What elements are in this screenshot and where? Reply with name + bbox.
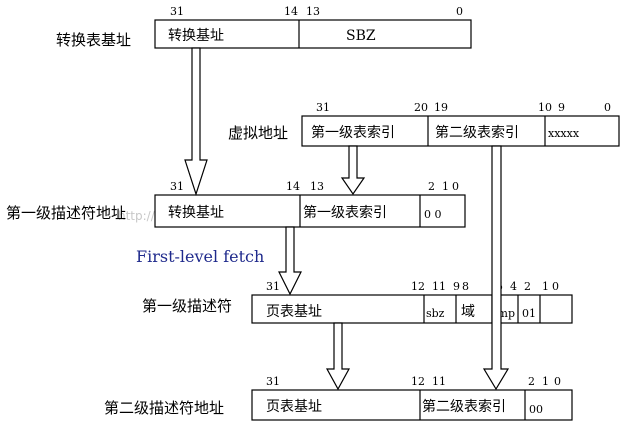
row-label: 转换表基址	[56, 31, 131, 49]
field-translation-base: 转换基址	[168, 27, 224, 44]
field-l2-index: 第二级表索引	[435, 124, 519, 141]
field-l1-index: 第一级表索引	[311, 124, 395, 141]
field-sbz: sbz	[426, 307, 445, 320]
field-zero-bits: 00	[529, 403, 543, 416]
bit-label: 31	[170, 5, 184, 18]
bit-label: 31	[316, 101, 330, 114]
bit-label: 1	[542, 375, 549, 388]
field-translation-base: 转换基址	[168, 204, 224, 221]
bit-label: 0	[554, 375, 561, 388]
bit-label: 31	[266, 280, 280, 293]
bit-label: 0	[552, 280, 559, 293]
arrow-page-table-base	[325, 322, 351, 391]
bit-label: 2	[524, 280, 531, 293]
fetch-label: First-level fetch	[136, 247, 264, 266]
bit-label: 9	[558, 101, 565, 114]
field-page-table-base: 页表基址	[266, 398, 322, 415]
row-l2-descriptor-address: 第二级描述符地址 31 12 11 2 1 0 页表基址 第二级表索引 00	[104, 375, 573, 421]
bit-label: 12	[411, 280, 425, 293]
bit-label: 0	[604, 101, 611, 114]
bit-label: 14	[286, 180, 300, 193]
register-box	[251, 294, 573, 324]
arrow-translation-base	[184, 47, 208, 196]
arrow-l1-index	[340, 145, 366, 196]
register-box	[154, 194, 466, 228]
bit-label: 9	[453, 280, 460, 293]
row-virtual-address: 虚拟地址 31 20 19 10 9 0 第一级表索引 第二级表索引 xxxxx	[228, 101, 620, 147]
bit-label: 11	[432, 375, 446, 388]
bit-label: 14	[284, 5, 298, 18]
field-l1-index: 第一级表索引	[303, 204, 387, 221]
bit-label: 31	[266, 375, 280, 388]
bit-label: 20	[414, 101, 428, 114]
register-box	[251, 389, 573, 421]
field-sbz: SBZ	[346, 28, 376, 44]
bit-label: 0	[452, 180, 459, 193]
row-label: 第一级描述符	[142, 297, 232, 315]
row-l1-descriptor: 第一级描述符 31 12 11 9 8 5 4 2 1 0 页表基址 sbz 域…	[142, 280, 573, 324]
row-label: 第一级描述符地址	[6, 204, 126, 222]
row-label: 第二级描述符地址	[104, 399, 224, 417]
bit-label: 31	[170, 180, 184, 193]
bit-label: 13	[306, 5, 320, 18]
field-offset: xxxxx	[548, 127, 580, 140]
field-type: 01	[522, 307, 536, 320]
row-l1-descriptor-address: 第一级描述符地址 31 14 13 2 1 0 转换基址 第一级表索引 0 0	[6, 180, 466, 228]
field-domain: 域	[461, 304, 475, 320]
field-zero-bits: 0 0	[424, 208, 442, 221]
register-box	[154, 19, 472, 49]
bit-label: 2	[428, 180, 435, 193]
bit-label: 10	[538, 101, 552, 114]
bit-label: 13	[310, 180, 324, 193]
row-label: 虚拟地址	[228, 124, 288, 142]
field-l2-index: 第二级表索引	[422, 398, 506, 415]
bit-label: 19	[434, 101, 448, 114]
bit-label: 4	[510, 280, 517, 293]
bit-label: 12	[411, 375, 425, 388]
bit-label: 0	[456, 5, 463, 18]
register-box	[301, 115, 620, 147]
bit-label: 1	[542, 280, 549, 293]
field-page-table-base: 页表基址	[266, 303, 322, 320]
arrow-l2-index	[482, 145, 510, 391]
arrow-first-level-fetch	[278, 226, 302, 296]
bit-label: 2	[528, 375, 535, 388]
bit-label: 8	[462, 280, 469, 293]
bit-label: 1	[442, 180, 449, 193]
bit-label: 11	[432, 280, 446, 293]
row-table-address: 转换表基址 31 14 13 0 转换基址 SBZ	[56, 5, 472, 49]
